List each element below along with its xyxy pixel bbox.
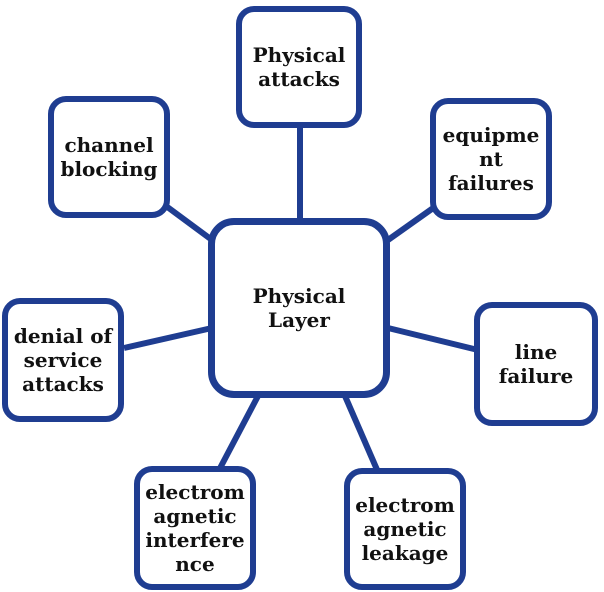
node-label: Physical Layer — [252, 284, 346, 332]
node-label: channel blocking — [60, 133, 158, 181]
node-label: denial of service attacks — [13, 324, 113, 396]
node-equipment-failures: equipme nt failures — [430, 98, 552, 220]
node-label: line failure — [498, 340, 574, 388]
node-channel-blocking: channel blocking — [48, 96, 170, 218]
connector-line-failure — [387, 325, 479, 353]
node-electromagnetic-leakage: electrom agnetic leakage — [344, 468, 466, 590]
connector-equipment-failures — [386, 203, 438, 243]
node-label: electrom agnetic leakage — [355, 493, 455, 565]
node-label: equipme nt failures — [442, 123, 540, 195]
node-line-failure: line failure — [474, 302, 598, 426]
node-physical-attacks: Physical attacks — [236, 6, 362, 128]
node-label: electrom agnetic interfere nce — [145, 480, 245, 576]
node-label: Physical attacks — [252, 43, 346, 91]
node-denial-of-service: denial of service attacks — [2, 298, 124, 422]
connector-electromagnetic-leakage — [342, 394, 381, 474]
connector-electromagnetic-interference — [215, 394, 261, 474]
connector-denial-of-service — [123, 325, 213, 351]
connector-channel-blocking — [164, 203, 214, 243]
node-electromagnetic-interference: electrom agnetic interfere nce — [134, 466, 256, 590]
node-physical-layer: Physical Layer — [208, 218, 390, 398]
